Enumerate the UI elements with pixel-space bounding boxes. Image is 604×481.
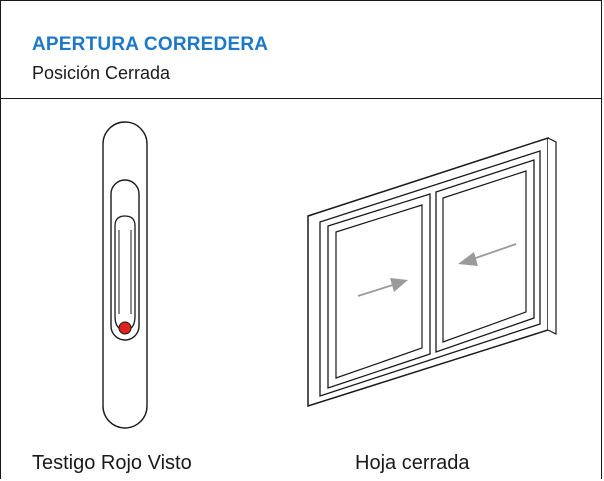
right-sash-glass	[442, 170, 527, 343]
card-header: APERTURA CORREDERA Posición Cerrada	[1, 1, 601, 99]
left-sash-glass	[335, 204, 423, 379]
handle-caption: Testigo Rojo Visto	[32, 452, 192, 474]
card-subtitle: Posición Cerrada	[32, 63, 171, 83]
window-caption: Hoja cerrada	[355, 452, 470, 474]
card-title: APERTURA CORREDERA	[32, 34, 269, 55]
handle-grip-inner	[118, 230, 132, 314]
right-sash-arrow	[458, 243, 517, 266]
red-indicator	[118, 321, 132, 335]
handle-illustration	[102, 121, 148, 429]
window-illustration	[307, 136, 557, 408]
handle-grip	[114, 215, 136, 331]
left-sash-arrow	[357, 278, 408, 297]
window-inner-frame	[319, 150, 541, 397]
